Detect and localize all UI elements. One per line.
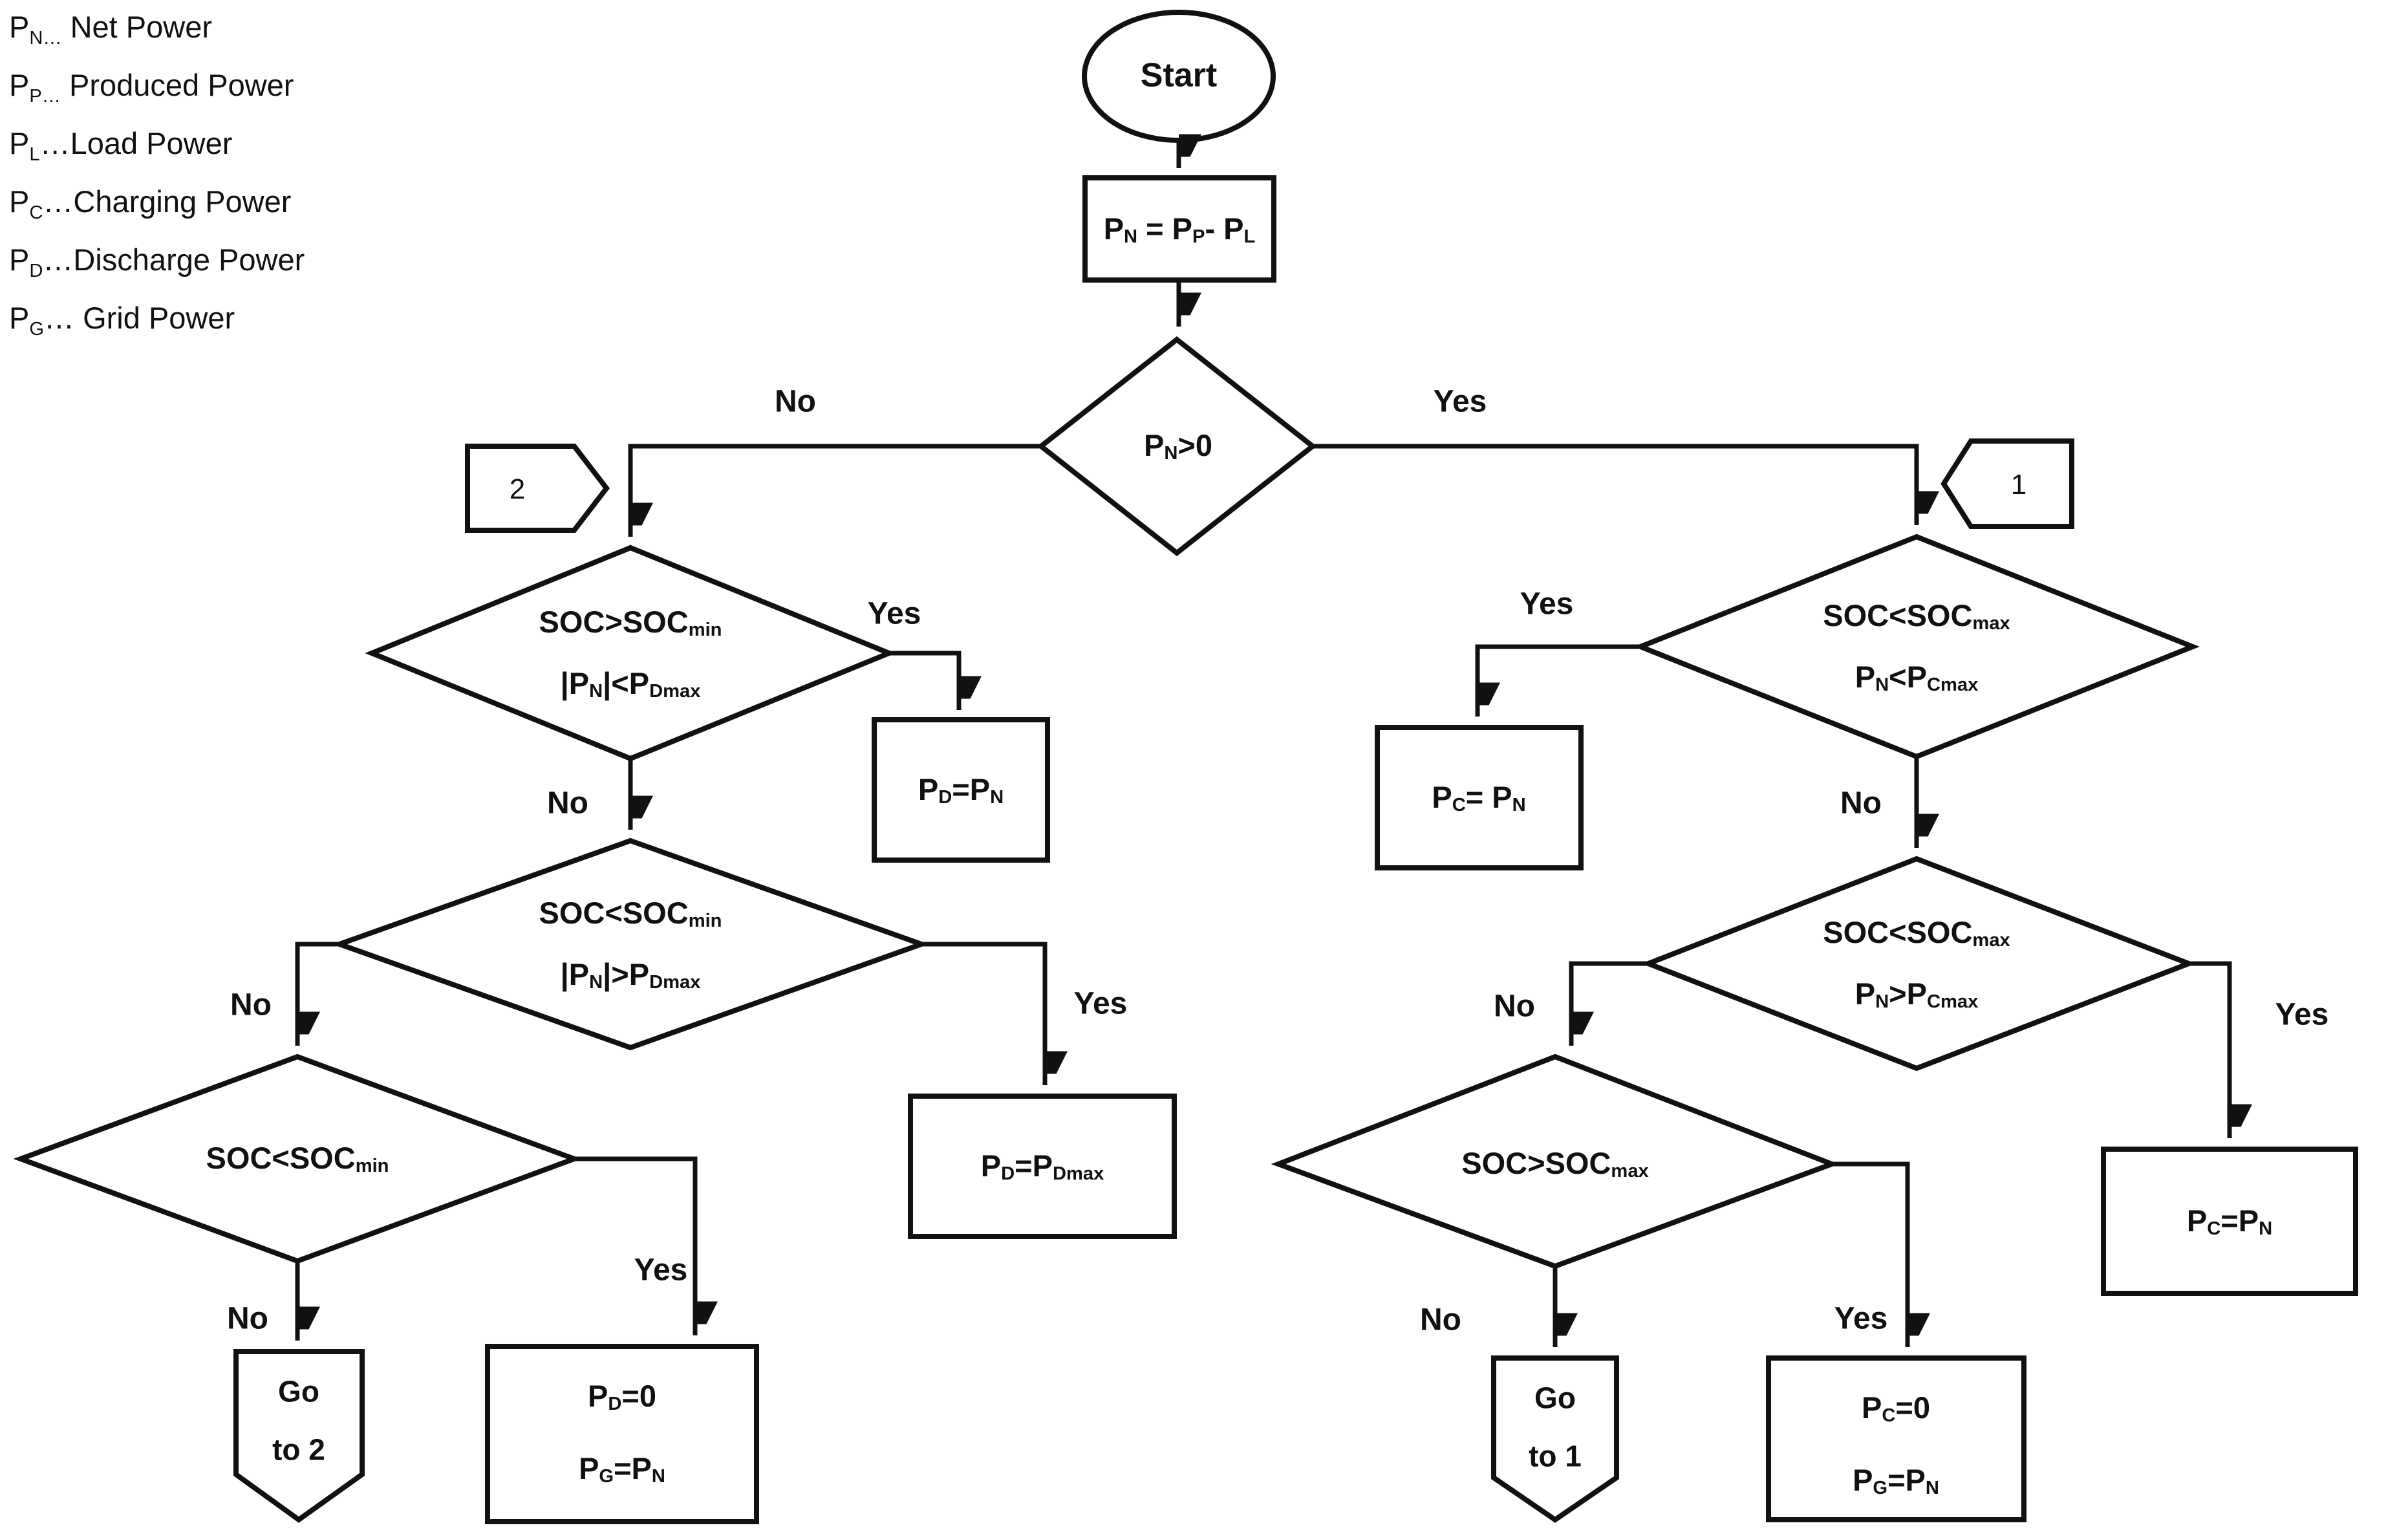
- legend-grid-power: PG… Grid Power: [9, 301, 235, 340]
- label-c-yes: Yes: [634, 1253, 688, 1288]
- goto-2-line1: Go: [278, 1374, 319, 1408]
- connector-2-label: 2: [509, 473, 526, 505]
- label-c-no: No: [227, 1301, 268, 1336]
- box-pc-eq-pn-right: [2101, 1147, 2358, 1296]
- soc-lt-max-line2: PN<PCmax: [1854, 659, 1979, 696]
- soc-gt-min-line1: SOC>SOCmin: [539, 604, 722, 641]
- decision-soc-lt-max-pn-gt-pcmax: [1641, 856, 2197, 1072]
- goto-1-line1: Go: [1534, 1381, 1576, 1415]
- soc-gt-min-line2: |PN|<PDmax: [560, 665, 701, 702]
- legend-discharge-power: PD…Discharge Power: [9, 243, 305, 282]
- soc-gt-max-text: SOC>SOCmax: [1461, 1145, 1649, 1182]
- pd-zero-text: PD=0: [588, 1378, 656, 1415]
- soc-lt-max-pcmax-line1: SOC<SOCmax: [1823, 914, 2010, 951]
- edge-a-yes: [889, 651, 959, 710]
- soc-lt-max-pcmax-line2: PN>PCmax: [1854, 976, 1979, 1013]
- net-power-formula: PN = PP- PL: [1103, 211, 1256, 248]
- label-b-no: No: [230, 987, 272, 1022]
- soc-lt-max-line1: SOC<SOCmax: [1823, 598, 2010, 634]
- pd-eq-pn-text: PD=PN: [918, 771, 1004, 808]
- label-a-no: No: [547, 786, 588, 821]
- label-f-yes: Yes: [1834, 1301, 1888, 1336]
- box-pc-eq-pn-left: [1375, 725, 1584, 870]
- pc-eq-pn-left-text: PC= PN: [1432, 779, 1526, 816]
- label-pn-no: No: [775, 384, 816, 419]
- label-f-no: No: [1420, 1302, 1461, 1337]
- edge-pn-yes: [1313, 444, 1917, 525]
- pd-eq-pdmax-text: PD=PDmax: [980, 1148, 1104, 1185]
- decision-soc-lt-min-abs-gt-pdmax: [332, 837, 929, 1051]
- edge-c-yes: [574, 1156, 695, 1335]
- pg-eq-pn-left-text: PG=PN: [579, 1451, 665, 1487]
- pn-positive-condition: PN>0: [1144, 427, 1212, 464]
- soc-lt-min-pdmax-line2: |PN|>PDmax: [560, 956, 701, 993]
- edge-pn-no: [628, 444, 1041, 537]
- label-pn-yes: Yes: [1433, 384, 1487, 419]
- label-b-yes: Yes: [1073, 986, 1128, 1021]
- pg-eq-pn-right-text: PG=PN: [1853, 1462, 1939, 1499]
- pc-eq-pn-right-text: PC=PN: [2186, 1203, 2273, 1240]
- start-label: Start: [1140, 56, 1218, 94]
- label-d-no: No: [1840, 786, 1882, 821]
- edge-f-yes: [1832, 1161, 1908, 1347]
- decision-soc-lt-max-pn-lt-pcmax: [1633, 534, 2200, 760]
- edge-e-no: [1569, 961, 1648, 1046]
- offpage-connector-1: [1940, 438, 2074, 529]
- legend-net-power: PN… Net Power: [9, 10, 213, 49]
- label-e-yes: Yes: [2275, 997, 2329, 1032]
- goto-1-line2: to 1: [1529, 1439, 1582, 1473]
- legend-produced-power: PP… Produced Power: [9, 68, 294, 107]
- edge-d-yes: [1475, 644, 1640, 717]
- offpage-connector-2: [465, 444, 610, 533]
- box-pc-zero-pg-pn: [1766, 1355, 2026, 1522]
- edge-b-no: [295, 942, 339, 1046]
- label-e-no: No: [1494, 989, 1535, 1024]
- soc-lt-min-pdmax-line1: SOC<SOCmin: [539, 895, 722, 932]
- box-pd-eq-pdmax: [908, 1094, 1177, 1239]
- pc-zero-text: PC=0: [1862, 1390, 1930, 1427]
- label-a-yes: Yes: [867, 596, 921, 631]
- legend-charging-power: PC…Charging Power: [9, 184, 292, 224]
- decision-soc-gt-min: [365, 545, 896, 762]
- goto-2-shape: [233, 1349, 365, 1523]
- goto-2-line2: to 2: [272, 1432, 325, 1467]
- goto-1-shape: [1491, 1355, 1619, 1523]
- edge-e-yes: [2189, 961, 2230, 1138]
- box-pd-eq-pn: [872, 717, 1050, 863]
- box-pd-zero-pg-pn: [485, 1344, 759, 1524]
- connector-1-label: 1: [2010, 468, 2027, 501]
- soc-lt-min-text: SOC<SOCmin: [206, 1140, 389, 1177]
- decision-pn-positive: [1037, 336, 1317, 557]
- label-d-yes: Yes: [1520, 587, 1574, 621]
- edge-b-yes: [921, 942, 1045, 1085]
- legend-load-power: PL…Load Power: [9, 126, 233, 166]
